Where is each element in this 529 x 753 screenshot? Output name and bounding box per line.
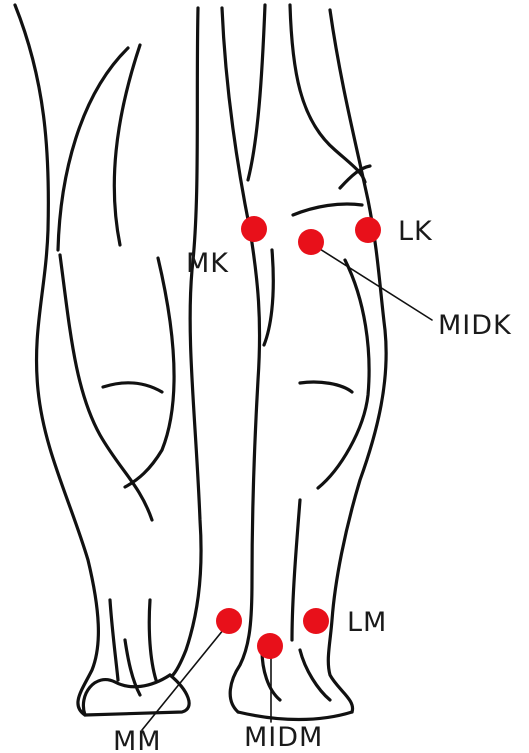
marker-lk (355, 217, 381, 243)
label-lk: LK (398, 216, 433, 247)
marker-lm (303, 608, 329, 634)
marker-mm (216, 608, 242, 634)
marker-midm (257, 633, 283, 659)
label-mk: MK (186, 248, 229, 279)
label-mm: MM (113, 726, 162, 753)
marker-mk (241, 216, 267, 242)
label-midm: MIDM (244, 722, 323, 753)
midk-leader-line (312, 244, 432, 320)
marker-midk (298, 229, 324, 255)
left-leg-outline (15, 5, 201, 715)
label-midk: MIDK (438, 310, 512, 341)
label-lm: LM (347, 607, 387, 638)
